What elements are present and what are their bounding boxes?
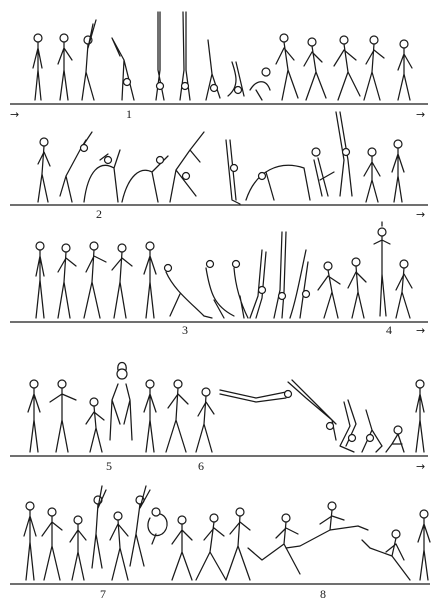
row-2: → 2 — [10, 112, 428, 221]
gymnast-figure — [36, 242, 44, 318]
gymnast-figure — [144, 242, 156, 318]
gymnast-figure — [334, 36, 360, 100]
gymnast-figure — [364, 148, 380, 202]
gymnast-figure — [165, 265, 213, 319]
row-1-arrow-left: → — [10, 108, 19, 121]
gymnast-figure — [228, 62, 244, 96]
gymnast-figure — [70, 516, 86, 580]
gymnast-figure — [28, 380, 40, 452]
gymnast-figure — [418, 510, 430, 580]
row-3: → 3 4 — [10, 222, 428, 337]
gymnast-figure — [172, 516, 192, 580]
row-4-arrow-right: → — [416, 460, 425, 473]
gymnast-figure — [336, 112, 352, 196]
gymnast-figure — [166, 380, 188, 452]
row-1-figures — [33, 12, 412, 100]
gymnast-figure — [122, 156, 168, 202]
gymnast-figure — [246, 165, 310, 200]
gymnast-figure — [110, 512, 128, 580]
row-3-label-4: 4 — [386, 323, 392, 337]
gymnast-figure — [248, 514, 300, 574]
gymnast-figure — [206, 40, 220, 100]
gymnast-figure — [196, 388, 214, 452]
row-5-label-8: 8 — [320, 587, 326, 600]
row-4-label-5: 5 — [106, 459, 112, 473]
gymnast-figure — [130, 486, 150, 566]
gymnast-figure — [288, 380, 336, 440]
gymnast-figure — [58, 34, 72, 100]
gymnast-figure — [396, 260, 412, 318]
row-5-figures — [24, 486, 430, 580]
gymnast-figure — [38, 138, 50, 202]
gymnast-figure — [274, 232, 286, 318]
gymnast-figure — [112, 244, 132, 318]
gymnast-figure — [392, 140, 404, 202]
gymnast-figure — [84, 150, 120, 202]
row-4-label-6: 6 — [198, 459, 204, 473]
gymnast-figure — [290, 250, 310, 318]
gymnast-figure — [340, 400, 356, 452]
row-4: → 5 6 — [10, 363, 428, 474]
row-1-arrow-right: → — [416, 108, 425, 121]
gymnast-figure — [58, 244, 76, 318]
row-4-figures — [28, 363, 424, 453]
gymnast-figure — [148, 508, 167, 544]
gymnast-figure — [362, 530, 410, 580]
gymnast-figure — [86, 398, 104, 452]
gymnast-figure — [92, 486, 106, 568]
gymnast-figure — [362, 410, 382, 452]
gymnast-figure — [386, 426, 404, 452]
gymnast-figure — [374, 222, 390, 316]
gymnast-figure — [318, 262, 340, 318]
row-5-label-7: 7 — [100, 587, 106, 600]
gymnast-figure — [286, 502, 368, 548]
gymnast-figure — [82, 20, 96, 100]
row-2-arrow-right: → — [416, 208, 425, 221]
gymnast-figure — [50, 380, 76, 452]
gymnast-figure — [220, 390, 292, 402]
gymnast-figure — [416, 380, 424, 452]
row-5: 7 8 — [10, 486, 430, 600]
gymnast-figure — [112, 38, 134, 100]
gymnast-figure — [364, 36, 384, 100]
gymnast-figure — [398, 40, 412, 100]
gymnast-figure — [60, 132, 92, 202]
gymnast-figure — [304, 38, 326, 100]
gymnast-figure — [180, 12, 190, 100]
gymnast-figure — [170, 132, 204, 202]
row-1-label-1: 1 — [126, 107, 132, 121]
gymnast-figure — [24, 502, 36, 580]
gymnast-figure — [84, 242, 106, 318]
gymnast-figure — [206, 261, 234, 319]
row-1: → → 1 — [10, 12, 428, 121]
gymnast-figure — [110, 363, 132, 441]
gymnast-figure — [250, 250, 266, 318]
row-3-figures — [36, 222, 412, 318]
gymnast-figure — [348, 258, 366, 318]
row-2-figures — [38, 112, 404, 204]
row-2-label-2: 2 — [96, 207, 102, 221]
gymnast-figure — [156, 12, 164, 100]
row-3-label-3: 3 — [182, 323, 188, 337]
gymnast-figure — [226, 508, 250, 580]
gymnast-figure — [312, 148, 334, 196]
gymnast-figure — [250, 68, 270, 100]
gymnast-figure — [196, 514, 226, 580]
gymnast-figure — [42, 508, 62, 580]
row-3-arrow-right: → — [416, 324, 425, 337]
gymnast-figure — [144, 380, 156, 452]
gymnast-figure — [226, 140, 240, 204]
gymnast-figure — [276, 34, 298, 100]
gymnast-figure — [33, 34, 42, 100]
gymnast-figure — [233, 261, 249, 319]
